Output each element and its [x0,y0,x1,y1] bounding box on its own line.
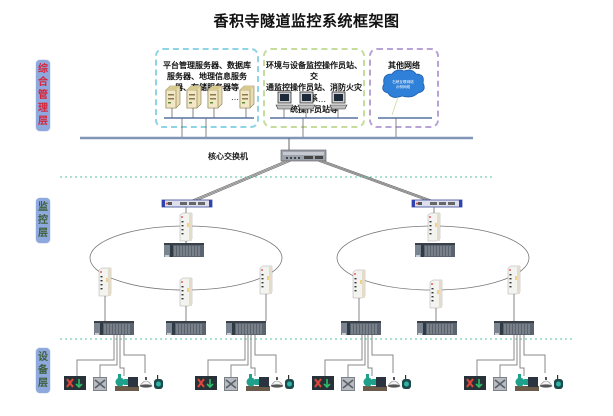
device-group [194,335,294,392]
ring-switch-icon [179,212,193,242]
other-network-box [369,48,439,128]
text-line: 统操作员站等 [290,104,338,114]
layer-char: 管 [38,90,48,101]
servers-ellipsis: … [231,93,239,102]
layer-char: 层 [38,228,48,239]
device-group [311,335,411,392]
device-group [63,335,163,392]
core-switch-icon [280,149,327,162]
layer-char: 监 [38,202,48,213]
plc-icon [94,321,134,335]
layer-tag-device: 设 备 层 [36,348,50,393]
lamp-icon [270,376,284,389]
text-line: 器、存储服务器等 [175,82,239,92]
lamp-icon [139,376,153,389]
device-group [463,335,563,392]
plc-icon [164,243,204,257]
servers-description: 平台管理服务器、数据库 服务器、地理信息服务 器、存储服务器等 [158,60,256,93]
lane-indicator-icon [63,375,87,391]
ring-switch-icon [507,265,521,295]
plc-icon [226,321,266,335]
pump-icon [363,374,387,391]
sensor-icon [285,375,294,389]
text-line: 通监控操作员站、消防火灾系 [266,82,362,103]
text-line: 环境与设备监控操作员站、交 [266,60,362,81]
sensor-icon [402,375,411,389]
layer-tag-monitoring: 监 控 层 [36,198,50,243]
plc-icon [417,321,457,335]
layer-char: 层 [38,378,48,389]
text-line: 平台管理服务器、数据库 [163,60,251,70]
layer-char: 备 [38,365,48,376]
lamp-icon [539,376,553,389]
other-network-title: 其他网络 [388,60,420,70]
server-icon [165,85,181,109]
layer-char: 层 [38,116,48,127]
aggregation-switch-icon [161,199,213,208]
workstation-icon [275,91,294,110]
plc-icon [166,321,206,335]
cloud-icon [382,69,425,98]
workstation-icon [329,91,348,110]
layer-char: 控 [38,215,48,226]
layer-char: 综 [38,64,48,75]
ring-switch-icon [98,267,112,297]
server-icons [165,85,255,109]
ring-switch-icon [427,212,441,242]
sensor-icon [554,375,563,389]
pump-icon [515,374,539,391]
lane-indicator-icon [311,375,335,391]
cloud-text: 石峡互联网络 [392,79,414,84]
sensor-icon [154,375,163,389]
servers-group-box [155,48,259,128]
layer-tag-management: 综 合 管 理 层 [36,60,50,131]
ring-switch-icon [352,269,366,299]
workstation-icon [297,91,316,110]
layer-char: 理 [38,103,48,114]
core-switch-label: 核心交换机 [208,151,248,161]
cloud-text: 示例网络 [396,84,411,89]
lane-indicator-icon [463,375,487,391]
workstations-description: 环境与设备监控操作员站、交 通监控操作员站、消防火灾系 统操作员站等 [265,60,363,115]
server-icon [239,85,255,109]
layer-char: 合 [38,77,48,88]
lane-indicator-icon [194,375,218,391]
plc-icon [341,321,381,335]
ring-switch-icon [179,277,193,307]
server-icon [207,85,223,109]
pump-icon [246,374,270,391]
fan-icon [223,376,239,392]
lamp-icon [387,376,401,389]
workstations-ellipsis: … [318,95,326,104]
pump-icon [115,374,139,391]
fan-icon [92,376,108,392]
fan-icon [340,376,356,392]
diagram-title: 香积寺隧道监控系统框架图 [213,12,400,30]
plc-icon [494,321,534,335]
workstations-group-box [263,48,365,128]
fan-icon [492,376,508,392]
aggregation-switch-icon [411,199,463,208]
fiber-uplinks [189,160,435,202]
ring-switch-icon [429,279,443,309]
layer-char: 设 [38,352,48,363]
text-line: 服务器、地理信息服务 [167,71,247,81]
plc-icon [415,243,455,257]
ring-switch-icon [259,265,273,295]
server-icon [186,85,202,109]
